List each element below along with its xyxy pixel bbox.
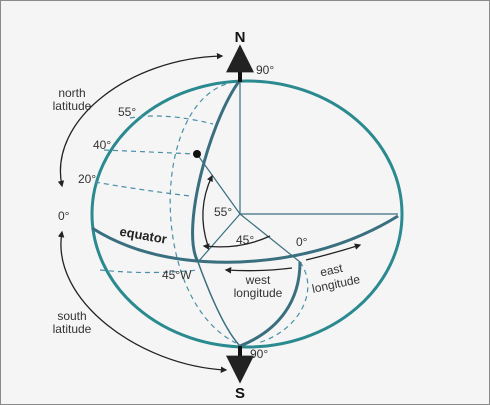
south-pole-label: S [235,385,245,402]
equator-label: equator [119,224,169,247]
west-longitude-arrow [224,267,293,274]
latitude-0-label: 0° [58,209,70,223]
latitude-arc [202,174,213,247]
north-latitude-label-1: north [58,86,85,100]
latitude-40-line [103,149,197,155]
south-latitude-arrow [57,230,228,374]
lat-angle-label: 55° [214,205,232,219]
west-longitude-label-1: west [245,273,271,287]
location-point [193,150,201,158]
prime-meridian-south [239,261,302,348]
north-latitude-arrow [57,52,224,188]
north-latitude-label-2: latitude [53,99,92,113]
latitude-90-north-label: 90° [256,63,274,77]
radius-45w [197,213,241,263]
prime-meridian-label: 0° [296,235,308,249]
globe-outline [90,79,404,349]
lon-angle-label: 45° [236,233,254,247]
latitude-55-label: 55° [118,105,136,119]
meridian-front-east [257,261,309,344]
prime-meridian [191,79,242,263]
east-longitude-label-1: east [319,261,345,280]
latitude-20-label: 20° [78,172,96,186]
latitude-40-label: 40° [93,138,111,152]
meridian-45w-south [197,261,241,347]
east-longitude-arrow [305,243,362,261]
south-latitude-label-1: south [57,309,86,323]
north-pole-label: N [235,29,246,46]
south-latitude-label-2: latitude [53,322,92,336]
radius-equator-front [239,213,301,263]
latitude-90-south-label: 90° [250,347,268,361]
west-longitude-label-2: longitude [234,286,283,300]
latitude-20-line [94,181,191,197]
meridian-45w-label: 45°W [162,268,192,282]
